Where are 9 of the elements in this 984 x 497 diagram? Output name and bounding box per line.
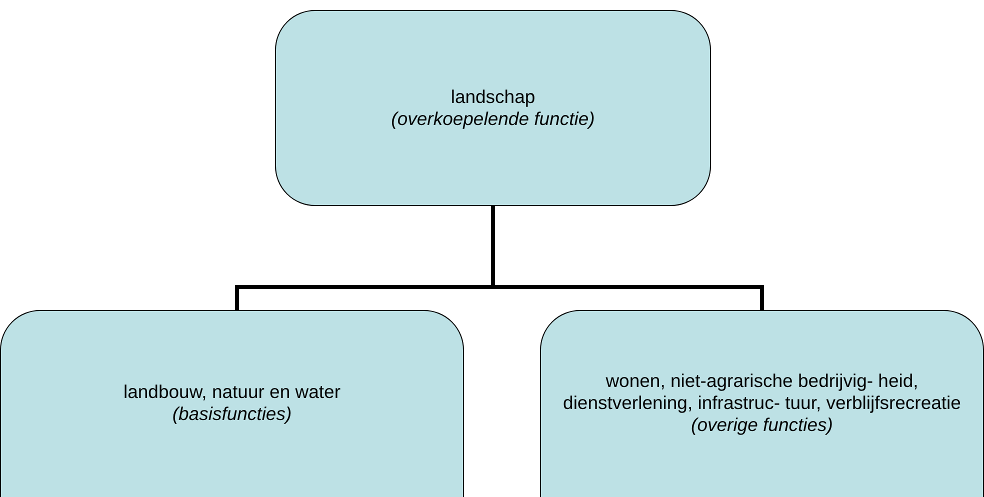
rounded-box bbox=[540, 310, 984, 497]
box-title: wonen, niet-agrarische bedrijvig- heid, dienstverlening, infrastruc- tuur, verblijfsrecreatie bbox=[562, 370, 962, 414]
box-subtitle: (basisfuncties) bbox=[172, 403, 292, 426]
box-title: landschap bbox=[450, 86, 536, 108]
box-subtitle: (overkoepelende functie) bbox=[391, 108, 595, 130]
rounded-box bbox=[275, 10, 711, 206]
box-subtitle: (overige functies) bbox=[691, 414, 833, 436]
box-title: landbouw, natuur en water bbox=[123, 380, 340, 403]
rounded-box bbox=[0, 310, 464, 497]
